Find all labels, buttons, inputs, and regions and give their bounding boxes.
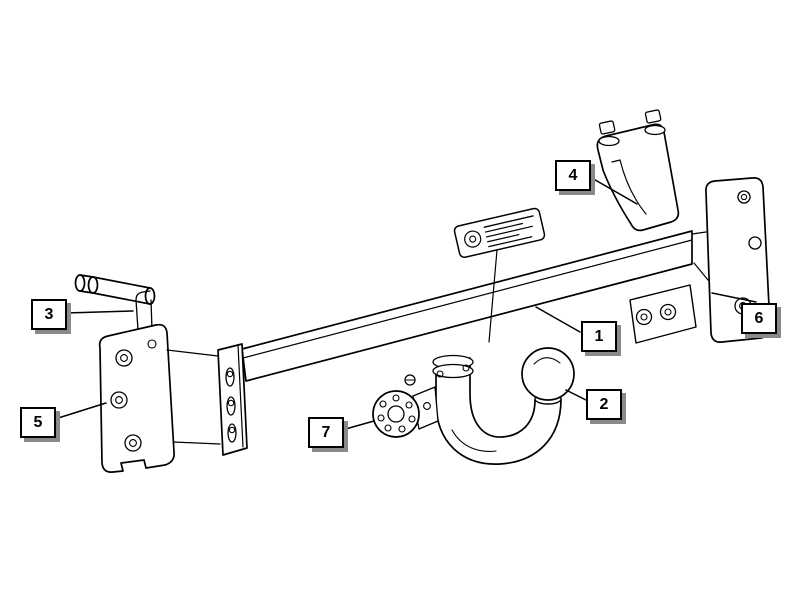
leader-line-1 [535, 306, 581, 333]
callout-7-label: 7 [321, 423, 331, 441]
callout-4: 4 [555, 160, 591, 191]
callout-7: 7 [308, 417, 344, 448]
left-pin [74, 274, 156, 331]
towball-swan-neck [404, 347, 575, 465]
electrical-socket-plate [372, 386, 439, 438]
callout-6-label: 6 [754, 309, 764, 327]
leader-line-5 [54, 402, 107, 420]
leader-line-7 [341, 420, 375, 431]
crossbar-end-bracket [217, 343, 248, 456]
callout-5: 5 [20, 407, 56, 438]
callout-6: 6 [741, 303, 777, 334]
callout-1: 1 [581, 321, 617, 352]
leader-line-2 [565, 389, 587, 401]
callout-4-label: 4 [568, 166, 578, 184]
callout-1-label: 1 [594, 327, 604, 345]
leader-line-4 [589, 176, 638, 205]
leader-line-6 [711, 292, 757, 303]
callout-3-label: 3 [44, 305, 54, 323]
info-label [453, 207, 546, 343]
callout-3: 3 [31, 299, 67, 330]
callout-2-label: 2 [599, 395, 609, 413]
right-upper-bracket [596, 109, 680, 232]
crossbar [241, 230, 693, 382]
left-side-plate [98, 323, 221, 473]
right-lower-flange [629, 284, 697, 344]
callout-2: 2 [586, 389, 622, 420]
leader-line-3 [65, 310, 134, 314]
callout-5-label: 5 [33, 413, 43, 431]
